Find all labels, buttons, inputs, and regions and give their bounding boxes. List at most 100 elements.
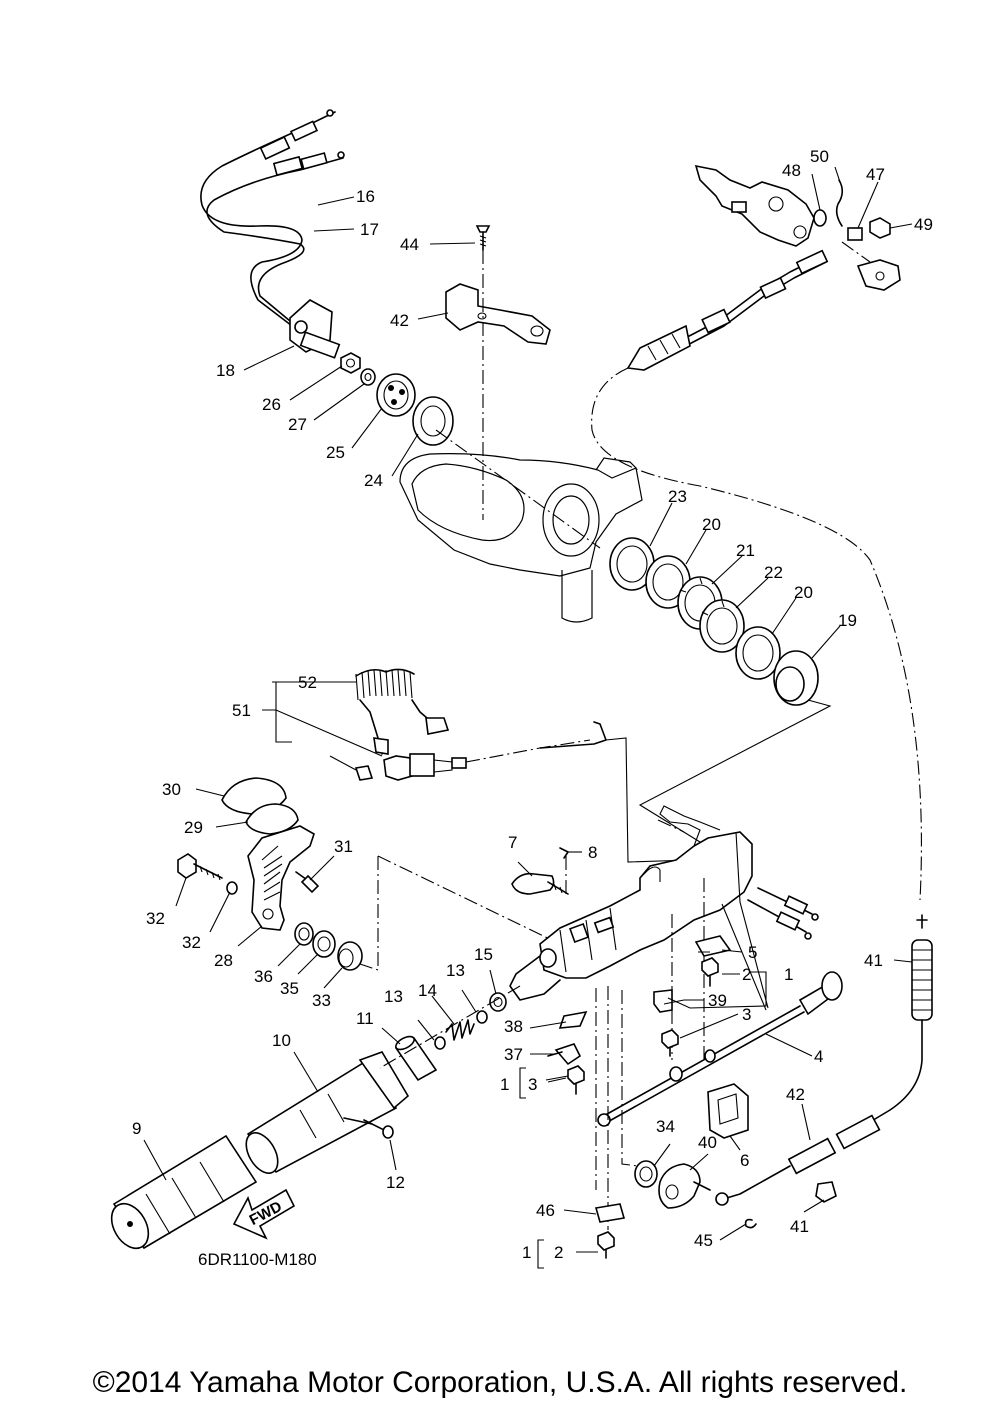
- clip-39: [815, 1181, 837, 1203]
- bracket-42: [445, 283, 551, 345]
- callout-19b: 20: [794, 583, 813, 602]
- callout-7: 7: [508, 833, 517, 852]
- stop-switch-50: [383, 721, 691, 863]
- callout-32b: 34: [656, 1117, 675, 1136]
- washer-34: [294, 922, 314, 946]
- lanyard-51: [355, 668, 450, 755]
- screw-12: [363, 1119, 394, 1139]
- lever-to-handle-axis: [377, 855, 561, 945]
- shift-linkage-46-49: [694, 164, 901, 291]
- callout-3b: 3: [528, 1075, 537, 1094]
- washer-25: [360, 368, 376, 386]
- callout-27: 29: [184, 818, 203, 837]
- cable-holder-17: [289, 299, 341, 359]
- throttle-cables-16: [200, 109, 345, 337]
- nut-24: [340, 352, 361, 374]
- seal-22: [412, 396, 454, 446]
- plate-33: [312, 930, 336, 958]
- callout-39: 41: [790, 1217, 809, 1236]
- washer-13-lower: [434, 1036, 446, 1050]
- bushing-15: [489, 992, 507, 1012]
- callout-18: 19: [838, 611, 857, 630]
- callout-3a: 3: [742, 1005, 751, 1024]
- callout-38: 39: [708, 991, 727, 1010]
- callout-25: 27: [288, 415, 307, 434]
- bolt-30: [177, 853, 223, 881]
- callout-20a: 21: [736, 541, 755, 560]
- shift-cable-41: [591, 249, 933, 1206]
- callout-19a: 20: [702, 515, 721, 534]
- callout-6: 6: [740, 1151, 749, 1170]
- throttle-shaft-10: [245, 1051, 410, 1174]
- bolt-3-lower: [567, 1065, 585, 1095]
- callout-14: 14: [418, 981, 437, 1000]
- callout-15: 15: [474, 945, 493, 964]
- callout-5: 5: [748, 943, 757, 962]
- callout-34: 36: [254, 967, 273, 986]
- callout-48: 49: [914, 215, 933, 234]
- clip-36: [547, 1043, 582, 1066]
- pin-8: [559, 847, 569, 859]
- screw-43: [475, 225, 491, 251]
- callout-9: 9: [132, 1119, 141, 1138]
- plate-23: [376, 373, 416, 417]
- callout-51: 52: [298, 673, 317, 692]
- steering-handle-bracket: [509, 805, 819, 1001]
- bracket-support-lines: [721, 831, 769, 1011]
- diagram-code: 6DR1100-M180: [198, 1250, 317, 1269]
- callout-45: 46: [536, 1201, 555, 1220]
- copyright-notice: ©2014 Yamaha Motor Corporation, U.S.A. A…: [92, 1366, 908, 1399]
- callout-32a: 33: [312, 991, 331, 1010]
- callout-50: 51: [232, 701, 251, 720]
- circlip-44: [744, 1218, 757, 1229]
- callout-16b: 17: [360, 220, 379, 239]
- callout-17: 18: [216, 361, 235, 380]
- friction-lever-26: [247, 825, 315, 931]
- cover-27: [245, 803, 299, 835]
- callout-24: 26: [262, 395, 281, 414]
- callout-47: 48: [782, 161, 801, 180]
- bushing-11: [394, 1035, 438, 1082]
- callout-43: 44: [400, 235, 419, 254]
- callout-21: 23: [668, 487, 687, 506]
- clip-38: [653, 989, 673, 1013]
- callout-1c: 1: [522, 1243, 531, 1262]
- screw-29: [295, 871, 320, 894]
- callout-23: 25: [326, 443, 345, 462]
- callout-22: 24: [364, 471, 383, 490]
- washer-13-upper: [476, 1010, 488, 1024]
- plate-5: [694, 935, 732, 957]
- bolt-2-lower: [597, 1231, 615, 1259]
- cap-52: [354, 765, 374, 781]
- washer-31: [226, 881, 238, 895]
- callout-35: 40: [698, 1133, 717, 1152]
- callout-28: 30: [162, 780, 181, 799]
- swivel-bracket-outline: [399, 453, 643, 623]
- shift-rod-4: [597, 971, 843, 1127]
- spring-14: [445, 1019, 475, 1041]
- callout-20b: 22: [764, 563, 783, 582]
- callout-13b: 13: [384, 987, 403, 1006]
- callout-2b: 2: [554, 1243, 563, 1262]
- callout-46: 47: [866, 165, 885, 184]
- callout-40: 42: [786, 1085, 805, 1104]
- callout-31: 32: [182, 933, 201, 952]
- callout-1b: 1: [500, 1075, 509, 1094]
- grip-axis: [379, 985, 521, 1069]
- leader-lines: [143, 166, 913, 1269]
- callout-33: 35: [280, 979, 299, 998]
- callout-36: 37: [504, 1045, 523, 1064]
- washer-19-lower: [735, 626, 781, 680]
- bushing-leader: [638, 699, 832, 843]
- lower-axis-3: [621, 990, 639, 1167]
- callout-37: 38: [504, 1017, 523, 1036]
- callout-11: 11: [356, 1009, 374, 1028]
- linkage-axis: [841, 241, 871, 263]
- callout-42: 42: [390, 311, 409, 330]
- grip-9: [110, 1134, 258, 1250]
- callout-26: 28: [214, 951, 233, 970]
- callout-2a: 2: [742, 965, 751, 984]
- callout-4: 4: [814, 1047, 823, 1066]
